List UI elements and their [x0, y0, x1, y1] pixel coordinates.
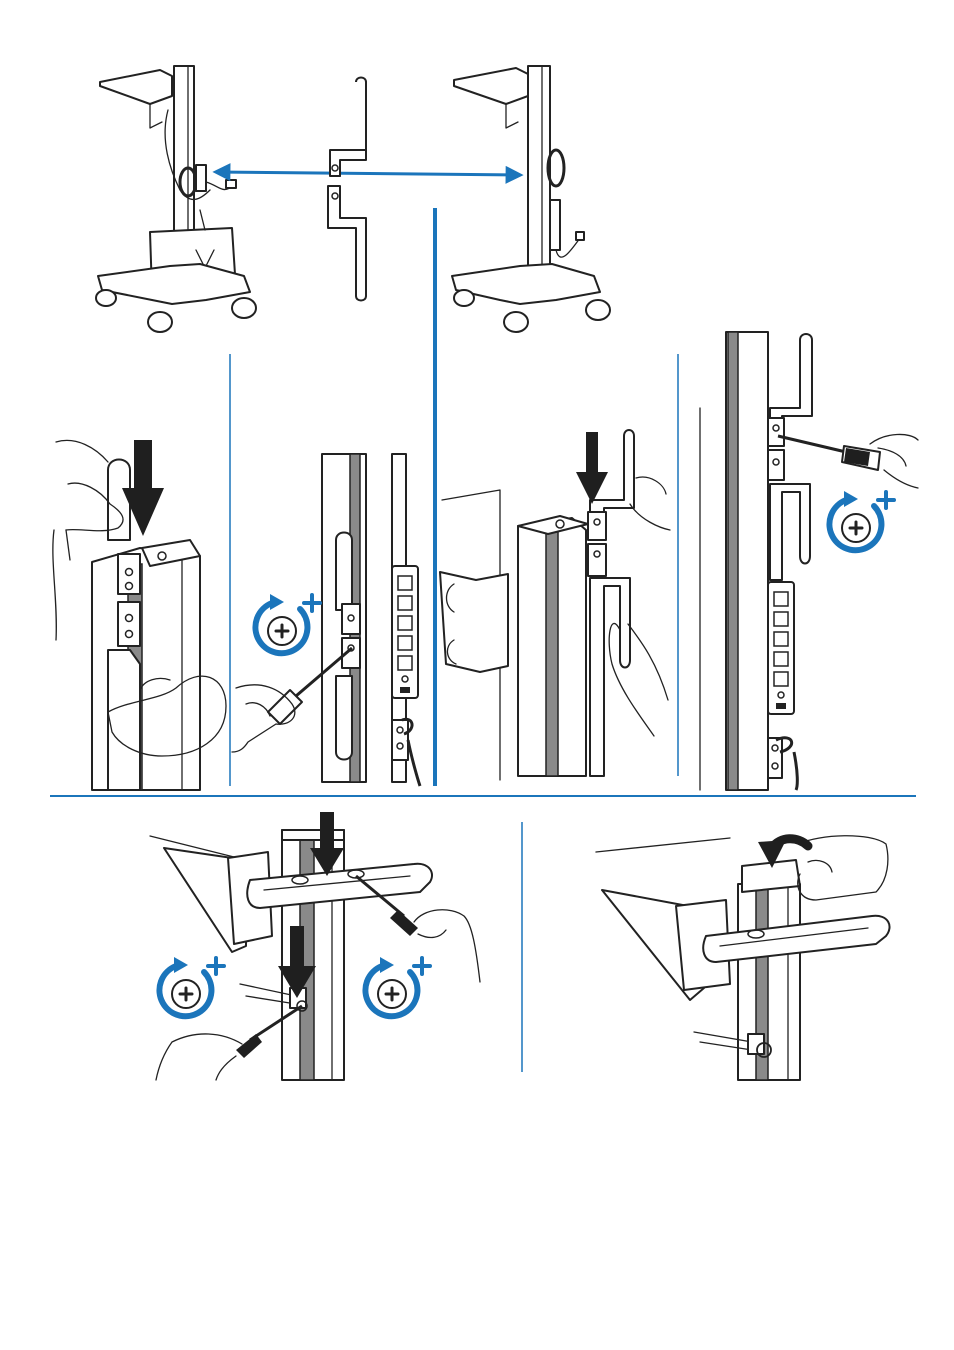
step-screw-bracket-left-illustration: [231, 453, 422, 787]
cart-before-illustration: [95, 65, 257, 333]
double-headed-arrow-icon: [212, 163, 524, 184]
step-insert-bracket-right-illustration: [439, 429, 671, 781]
step-screw-bracket-right-illustration: [699, 331, 919, 791]
bracket-part-illustration: [327, 76, 367, 302]
step-attach-tray-illustration: [149, 812, 481, 1081]
screwdriver-rotate-tighten-icon-2: [829, 491, 894, 550]
step-insert-cap-illustration: [595, 834, 891, 1081]
cart-after-illustration: [451, 65, 611, 333]
arrow-down-icon-2: [576, 432, 608, 504]
screwdriver-rotate-tighten-icon-3: [159, 957, 224, 1016]
arrow-down-icon-4: [278, 926, 316, 998]
screwdriver-rotate-tighten-icon-4: [365, 957, 430, 1016]
arrow-down-icon-3: [310, 812, 344, 876]
arrow-down-icon: [122, 440, 164, 536]
step-insert-bracket-left-illustration: [52, 439, 227, 791]
screwdriver-rotate-tighten-icon: [255, 594, 320, 653]
